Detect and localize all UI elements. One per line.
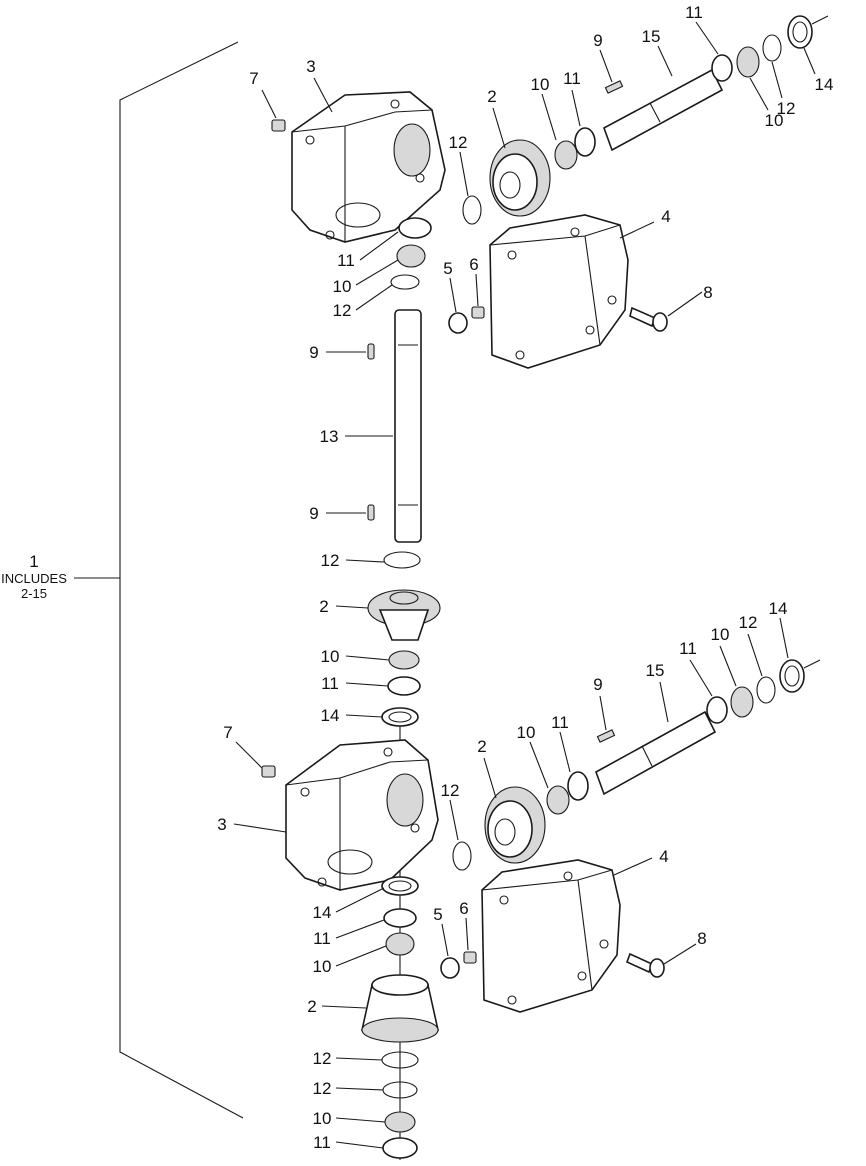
callout-8-upper: 8 xyxy=(703,283,712,302)
upper-plug xyxy=(448,312,468,334)
callout-11-upper-a: 11 xyxy=(563,69,581,88)
callout-11-lower-a: 11 xyxy=(551,713,569,732)
callout-7-lower: 7 xyxy=(223,723,232,742)
assembly-number-label: 1 xyxy=(29,552,38,571)
callout-12-vertical-mid: 12 xyxy=(321,551,340,570)
callout-10-upper-b: 10 xyxy=(765,111,784,130)
assembly-includes-range: 2-15 xyxy=(21,586,47,601)
callout-14-vertical-mid: 14 xyxy=(321,706,340,725)
upper-housing-snap-ring xyxy=(462,195,482,225)
lower-gearbox-cover xyxy=(481,859,621,1013)
callout-2-vertical-lower: 2 xyxy=(307,997,316,1016)
assembly-includes-label: INCLUDES xyxy=(1,571,67,586)
callout-5-lower: 5 xyxy=(433,905,442,924)
callout-10-lower-a: 10 xyxy=(517,723,536,742)
callout-11-upper-b: 11 xyxy=(685,3,703,22)
lower-plug xyxy=(440,957,460,979)
lower-fitting xyxy=(463,951,477,964)
lower-gearbox-housing xyxy=(285,739,439,891)
callout-6-lower: 6 xyxy=(459,899,468,918)
upper-gearbox-housing xyxy=(291,91,446,243)
callout-7-upper: 7 xyxy=(249,69,258,88)
callout-10-vertical-bottom: 10 xyxy=(313,1109,332,1128)
callout-9-upper-a: 9 xyxy=(593,31,602,50)
vertical-shaft-stack xyxy=(367,217,441,1160)
upper-bolt xyxy=(629,306,668,332)
callout-8-lower: 8 xyxy=(697,929,706,948)
callout-12-vertical-upper: 12 xyxy=(333,301,352,320)
callout-2-vertical-mid: 2 xyxy=(319,597,328,616)
leader-lines xyxy=(233,21,816,1149)
callout-5-upper: 5 xyxy=(443,259,452,278)
callout-2-upper: 2 xyxy=(487,87,496,106)
callout-3-upper: 3 xyxy=(306,57,315,76)
callout-12-upper-b: 12 xyxy=(449,133,468,152)
callout-15-lower: 15 xyxy=(646,661,665,680)
lower-bolt xyxy=(625,952,665,978)
callout-14-lower-a: 14 xyxy=(769,599,788,618)
callout-6-upper: 6 xyxy=(469,255,478,274)
upper-fitting xyxy=(471,306,485,319)
callout-10-upper-a: 10 xyxy=(531,75,550,94)
callout-11-vertical-lower: 11 xyxy=(313,929,331,948)
lower-input-shaft-assembly xyxy=(484,659,821,864)
assembly-bracket xyxy=(74,41,244,1119)
upper-gearbox-cover xyxy=(489,214,629,369)
callout-12-vertical-lower-a: 12 xyxy=(313,1049,332,1068)
callout-11-vertical-bottom: 11 xyxy=(313,1133,331,1152)
callout-11-lower-b: 11 xyxy=(679,639,697,658)
lower-housing-snap-ring xyxy=(452,841,472,871)
callout-12-lower-b: 12 xyxy=(441,781,460,800)
lower-vertical-stack xyxy=(361,876,439,1159)
callout-10-vertical-upper: 10 xyxy=(333,277,352,296)
callout-14-vertical-lower: 14 xyxy=(313,903,332,922)
callout-12-lower-a: 12 xyxy=(739,613,758,632)
callout-2-lower-a: 2 xyxy=(477,737,486,756)
callout-11-vertical-upper: 11 xyxy=(337,251,355,270)
callout-12-vertical-lower-b: 12 xyxy=(313,1079,332,1098)
callout-15-upper: 15 xyxy=(642,27,661,46)
callout-9-vertical-a: 9 xyxy=(309,343,318,362)
callout-12-upper-a: 12 xyxy=(777,99,796,118)
callout-11-vertical-mid: 11 xyxy=(321,674,339,693)
callout-10-vertical-mid: 10 xyxy=(321,647,340,666)
callout-10-lower-b: 10 xyxy=(711,625,730,644)
callout-4-upper: 4 xyxy=(661,207,670,226)
callout-10-vertical-lower: 10 xyxy=(313,957,332,976)
callout-9-lower: 9 xyxy=(593,675,602,694)
callout-13: 13 xyxy=(320,427,339,446)
callout-14-upper-a: 14 xyxy=(815,75,834,94)
upper-input-shaft-assembly xyxy=(489,15,829,217)
lower-vent-plug xyxy=(261,765,276,778)
callout-4-lower: 4 xyxy=(659,847,668,866)
callout-9-vertical-b: 9 xyxy=(309,504,318,523)
callout-3-lower: 3 xyxy=(217,815,226,834)
upper-vent-plug xyxy=(271,119,286,132)
